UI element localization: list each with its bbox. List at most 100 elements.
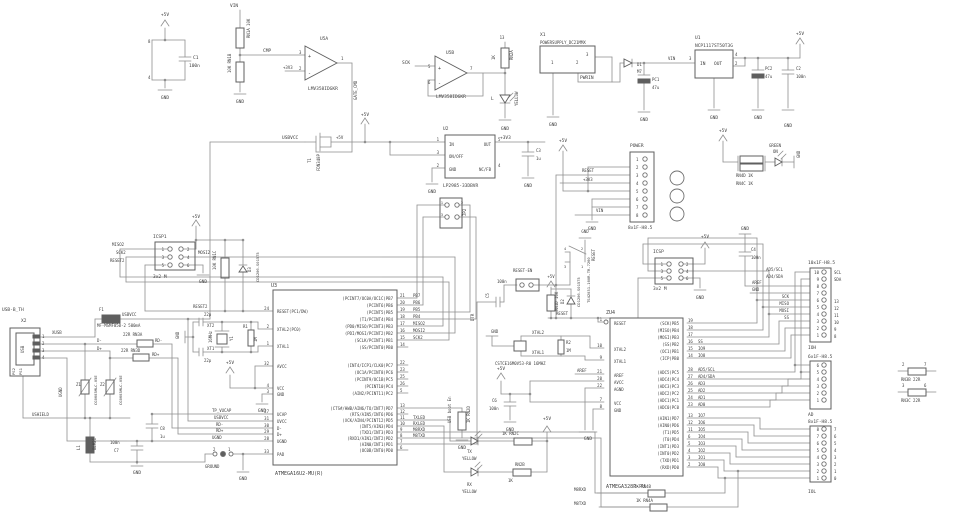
svg-text:Z1: Z1: [76, 382, 81, 387]
svg-text:VCC: VCC: [277, 386, 285, 391]
symbols-layer: [238, 45, 783, 477]
svg-text:IO3: IO3: [698, 441, 706, 446]
svg-text:RESET: RESET: [614, 321, 627, 326]
svg-text:(PCINT7/OC0A/OC1C)PB7: (PCINT7/OC0A/OC1C)PB7: [342, 296, 393, 301]
svg-text:D+: D+: [277, 432, 282, 437]
svg-text:C4: C4: [751, 247, 756, 252]
regulator-u2-lp2985: [442, 126, 498, 188]
svg-text:22: 22: [597, 383, 602, 388]
svg-text:17: 17: [400, 321, 405, 326]
svg-text:(OC1)PB1: (OC1)PB1: [660, 349, 680, 354]
svg-text:RESET-EN: RESET-EN: [513, 268, 533, 273]
svg-text:R1: R1: [243, 324, 248, 329]
svg-text:(OC1A/PCINT8)PC6: (OC1A/PCINT8)PC6: [354, 370, 393, 375]
svg-text:(OC0B/INT0)PD0: (OC0B/INT0)PD0: [359, 448, 393, 453]
svg-text:RN3C 22R: RN3C 22R: [901, 398, 921, 403]
svg-text:+: +: [438, 66, 441, 72]
svg-text:MISO: MISO: [779, 301, 789, 306]
svg-text:6: 6: [688, 434, 691, 439]
svg-text:NC/FB: NC/FB: [479, 167, 492, 172]
svg-text:6: 6: [187, 263, 190, 268]
svg-text:3: 3: [689, 56, 692, 61]
svg-text:(RXD1/AIN1/INT2)PD2: (RXD1/AIN1/INT2)PD2: [347, 436, 393, 441]
opamp-u5a: [300, 38, 348, 90]
svg-text:8x1F-H8.5: 8x1F-H8.5: [808, 419, 833, 425]
svg-text:4: 4: [461, 213, 463, 217]
svg-text:GND: GND: [614, 408, 622, 413]
svg-text:GND: GND: [258, 408, 266, 414]
svg-text:2: 2: [461, 201, 463, 205]
svg-text:+5V: +5V: [796, 31, 804, 37]
svg-text:16: 16: [688, 339, 693, 344]
component-boxes-layer: [9, 27, 927, 512]
svg-text:PB4: PB4: [413, 314, 421, 319]
svg-text:18: 18: [688, 325, 693, 330]
svg-text:5: 5: [636, 189, 639, 194]
svg-text:6: 6: [400, 445, 403, 450]
svg-text:IO6: IO6: [698, 420, 706, 425]
svg-text:IO4: IO4: [698, 434, 706, 439]
svg-text:D1: D1: [637, 62, 642, 67]
svg-text:(ADC1)PC1: (ADC1)PC1: [657, 398, 679, 403]
svg-text:47u: 47u: [765, 74, 773, 79]
svg-text:2: 2: [299, 66, 302, 71]
svg-text:CD1206-S01575: CD1206-S01575: [255, 252, 260, 282]
pads-layer: [167, 156, 827, 481]
svg-text:(PD0/MISO/PCINT3)PB3: (PD0/MISO/PCINT3)PB3: [345, 324, 394, 329]
svg-text:(INT1)PD3: (INT1)PD3: [657, 444, 679, 449]
svg-text:(TXD)PD1: (TXD)PD1: [660, 458, 680, 463]
svg-text:+5V: +5V: [559, 138, 567, 144]
svg-text:31: 31: [264, 416, 269, 421]
svg-text:13: 13: [500, 35, 505, 40]
svg-text:GND: GND: [581, 229, 589, 234]
svg-text:GND: GND: [696, 295, 704, 301]
svg-text:3: 3: [661, 269, 664, 274]
mcu-u3-atmega16u2: [271, 284, 401, 476]
svg-text:RESET: RESET: [591, 248, 596, 261]
svg-text:GND: GND: [549, 122, 557, 128]
svg-text:4: 4: [636, 181, 639, 186]
svg-text:XT1: XT1: [207, 346, 215, 351]
svg-text:0: 0: [834, 476, 837, 481]
svg-text:(SCK)PB5: (SCK)PB5: [660, 321, 680, 326]
svg-text:(T1/PCINT4)PB4: (T1/PCINT4)PB4: [359, 317, 393, 322]
svg-text:2: 2: [817, 469, 820, 474]
svg-text:POWER: POWER: [630, 143, 644, 149]
svg-text:5: 5: [817, 305, 820, 310]
svg-text:RESET: RESET: [582, 168, 595, 173]
svg-text:XT2: XT2: [207, 323, 215, 328]
svg-text:GND: GND: [133, 470, 141, 476]
svg-text:8: 8: [636, 213, 639, 218]
power-jack-x1: [536, 40, 598, 124]
svg-text:3: 3: [564, 265, 566, 269]
svg-text:SCK: SCK: [782, 294, 790, 299]
svg-text:21: 21: [597, 369, 602, 374]
svg-text:SCK2: SCK2: [116, 250, 126, 255]
svg-text:XTAL2(PC0): XTAL2(PC0): [277, 327, 301, 332]
svg-text:100n: 100n: [189, 63, 200, 69]
svg-text:X1: X1: [540, 32, 546, 38]
svg-text:YELLOW: YELLOW: [514, 91, 519, 106]
svg-text:(ADC0)PC0: (ADC0)PC0: [657, 405, 679, 410]
svg-text:14: 14: [688, 353, 693, 358]
svg-text:ICSP: ICSP: [653, 249, 664, 255]
svg-text:RN4C 1K: RN4C 1K: [736, 181, 753, 186]
svg-text:(SS/PCINT0)PB0: (SS/PCINT0)PB0: [359, 345, 393, 350]
svg-text:25: 25: [400, 374, 405, 379]
svg-text:11: 11: [400, 415, 405, 420]
svg-text:8: 8: [817, 284, 820, 289]
svg-text:23: 23: [688, 402, 693, 407]
svg-text:1: 1: [817, 476, 820, 481]
svg-text:3x2 M: 3x2 M: [153, 274, 167, 280]
svg-text:UGND: UGND: [58, 387, 63, 397]
svg-text:26: 26: [400, 381, 405, 386]
svg-text:OUT: OUT: [714, 61, 722, 67]
svg-text:4: 4: [817, 455, 820, 460]
ad-header-6x1: [804, 355, 836, 417]
svg-text:10: 10: [834, 320, 839, 325]
svg-text:GATE_CMD: GATE_CMD: [353, 80, 358, 100]
svg-text:11: 11: [688, 427, 693, 432]
svg-text:PC1: PC1: [652, 77, 660, 82]
svg-text:20: 20: [400, 300, 405, 305]
